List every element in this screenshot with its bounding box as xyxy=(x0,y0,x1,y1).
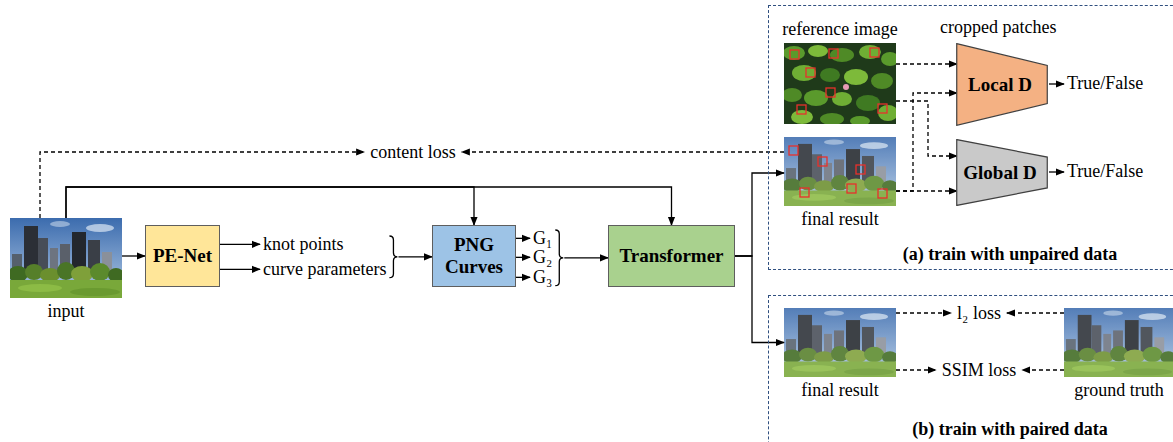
node-label: PE-Net xyxy=(153,245,212,267)
connector-line xyxy=(896,101,957,156)
image-caption: ground truth xyxy=(1074,380,1164,401)
connector-line xyxy=(66,187,672,225)
illustration-shape xyxy=(818,157,827,166)
loss-label: SSIM loss xyxy=(940,360,1019,381)
reference-photo xyxy=(782,43,899,126)
bracket xyxy=(555,230,563,286)
illustration-shape xyxy=(829,49,838,58)
connector xyxy=(66,187,672,225)
loss-label: l₂ loss xyxy=(955,303,1003,324)
image-node: final result xyxy=(784,308,896,377)
process-box: PE-Net xyxy=(145,225,220,287)
image-caption: final result xyxy=(801,209,878,230)
process-box: Transformer xyxy=(608,225,735,287)
discriminator-trapezoid: Global D xyxy=(956,139,1048,206)
connector-line xyxy=(122,255,145,256)
connector-line xyxy=(66,187,474,225)
training-panel: (a) train with unpaired data reference im… xyxy=(768,5,1173,270)
illustration-shape xyxy=(800,188,809,197)
connector-line xyxy=(1022,369,1064,370)
connector xyxy=(735,173,784,256)
connector xyxy=(516,230,608,286)
connector-line xyxy=(516,238,530,239)
connector xyxy=(122,256,145,257)
connector-line xyxy=(1007,312,1064,313)
connector xyxy=(896,64,957,65)
connector-line xyxy=(896,63,957,64)
connector xyxy=(896,93,957,191)
node-label: PNG Curves xyxy=(437,234,511,278)
connector-line xyxy=(735,173,784,256)
connector-line xyxy=(516,277,530,278)
process-box: PNG Curves xyxy=(432,225,516,287)
illustration-shape xyxy=(790,50,799,59)
image-node: input xyxy=(10,218,122,298)
illustration-shape xyxy=(856,165,865,174)
curve-output-label: G₃ xyxy=(533,267,552,288)
discriminator-output: True/False xyxy=(1067,161,1143,182)
panel-title: (b) train with paired data xyxy=(912,419,1108,440)
trapezoid-shape xyxy=(957,44,1048,126)
node-label: Global D xyxy=(963,162,1036,184)
result-photo xyxy=(782,137,898,206)
input-photo xyxy=(8,218,124,298)
image-node: reference image xyxy=(784,43,896,124)
loss-label: content loss xyxy=(368,142,458,163)
illustration-shape xyxy=(878,189,887,198)
patch-squares xyxy=(789,48,887,198)
image-node: final result xyxy=(784,137,896,206)
connector-line xyxy=(896,369,936,370)
bracket xyxy=(389,236,397,278)
discriminator-trapezoid: Local D xyxy=(956,43,1048,126)
illustration-shape xyxy=(789,146,798,155)
connector xyxy=(896,101,957,156)
connector-line xyxy=(40,152,364,218)
image-caption: input xyxy=(47,301,84,322)
connector-line xyxy=(398,256,432,257)
result-photo xyxy=(782,308,898,377)
illustration-shape xyxy=(878,104,887,113)
curve-output-label: G₂ xyxy=(533,247,552,268)
image-caption: final result xyxy=(801,380,878,401)
patch-note: cropped patches xyxy=(940,17,1056,38)
node-label: Local D xyxy=(968,74,1032,96)
connector-line xyxy=(735,256,784,343)
image-caption: reference image xyxy=(782,19,897,40)
curve-output-label: G₁ xyxy=(533,228,552,249)
connector-line xyxy=(462,151,784,152)
node-label: Transformer xyxy=(619,245,723,267)
connector xyxy=(66,187,474,225)
illustration-shape xyxy=(797,105,806,114)
panel-title: (a) train with unpaired data xyxy=(903,244,1118,265)
illustration-shape xyxy=(847,184,856,193)
connector xyxy=(735,256,784,343)
ground-truth-photo xyxy=(1062,308,1173,377)
illustration-shape xyxy=(826,88,835,97)
illustration-shape xyxy=(870,48,879,57)
connector-line xyxy=(564,257,608,258)
connector-line xyxy=(896,190,957,191)
connector-line xyxy=(896,93,957,191)
connector xyxy=(896,191,957,192)
connector-line xyxy=(896,312,951,313)
parameter-label: curve parameters xyxy=(263,259,386,280)
output-arrow xyxy=(1049,83,1064,84)
image-node: ground truth xyxy=(1064,308,1173,377)
trapezoid-shape xyxy=(957,140,1048,206)
illustration-shape xyxy=(806,68,815,77)
connector-line xyxy=(516,257,530,258)
connector-line xyxy=(220,244,260,245)
discriminator-output: True/False xyxy=(1067,73,1143,94)
output-arrow xyxy=(1049,171,1064,172)
connector-line xyxy=(220,269,260,270)
parameter-label: knot points xyxy=(263,234,344,255)
